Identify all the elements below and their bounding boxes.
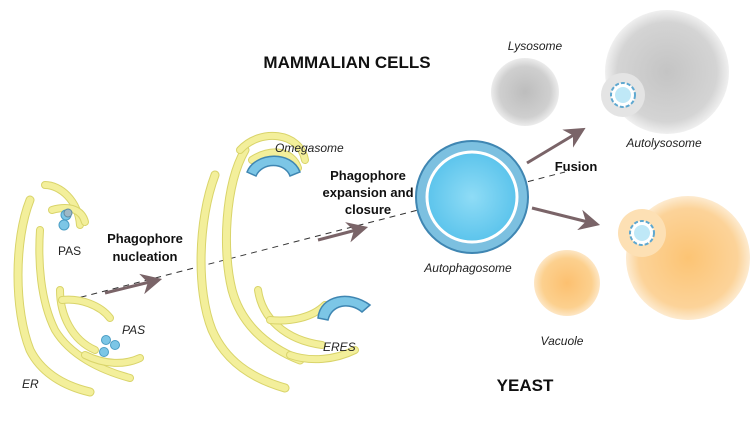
omegasome-phagophore: [246, 155, 301, 177]
label-omegasome: Omegasome: [275, 141, 344, 155]
label-pas-upper: PAS: [58, 244, 81, 258]
step-expansion-line1: Phagophore: [330, 168, 406, 183]
step-fusion: Fusion: [555, 159, 598, 174]
step-nucleation-line1: Phagophore: [107, 231, 183, 246]
step-expansion-line3: closure: [345, 202, 391, 217]
fusion-arrow-yeast: [531, 206, 601, 231]
pathway-guide-line: [69, 171, 566, 301]
label-lysosome: Lysosome: [508, 39, 563, 53]
expansion-arrow: [317, 222, 369, 243]
heading-mammalian-cells: MAMMALIAN CELLS: [263, 53, 430, 72]
eres-phagophore: [317, 295, 372, 321]
label-pas-lower: PAS: [122, 323, 145, 337]
step-expansion-line2: expansion and: [322, 185, 413, 200]
lysosome: [491, 58, 559, 126]
pas-vesicles-lower: [99, 335, 120, 357]
er-network-left: [13, 181, 144, 397]
nucleation-arrow: [104, 273, 163, 295]
yeast-fused-vacuole: [618, 196, 750, 320]
label-autolysosome: Autolysosome: [625, 136, 702, 150]
heading-yeast: YEAST: [497, 376, 554, 395]
label-autophagosome: Autophagosome: [423, 261, 512, 275]
er-network-middle: [196, 131, 359, 393]
vacuole: [534, 250, 600, 316]
label-er: ER: [22, 377, 39, 391]
step-nucleation-line2: nucleation: [112, 249, 177, 264]
autophagosome: [415, 140, 529, 254]
label-vacuole: Vacuole: [541, 334, 584, 348]
autolysosome: [601, 10, 729, 134]
label-eres: ERES: [323, 340, 356, 354]
pas-vesicles-upper: [58, 208, 73, 231]
fusion-arrow-mammalian: [526, 127, 586, 165]
